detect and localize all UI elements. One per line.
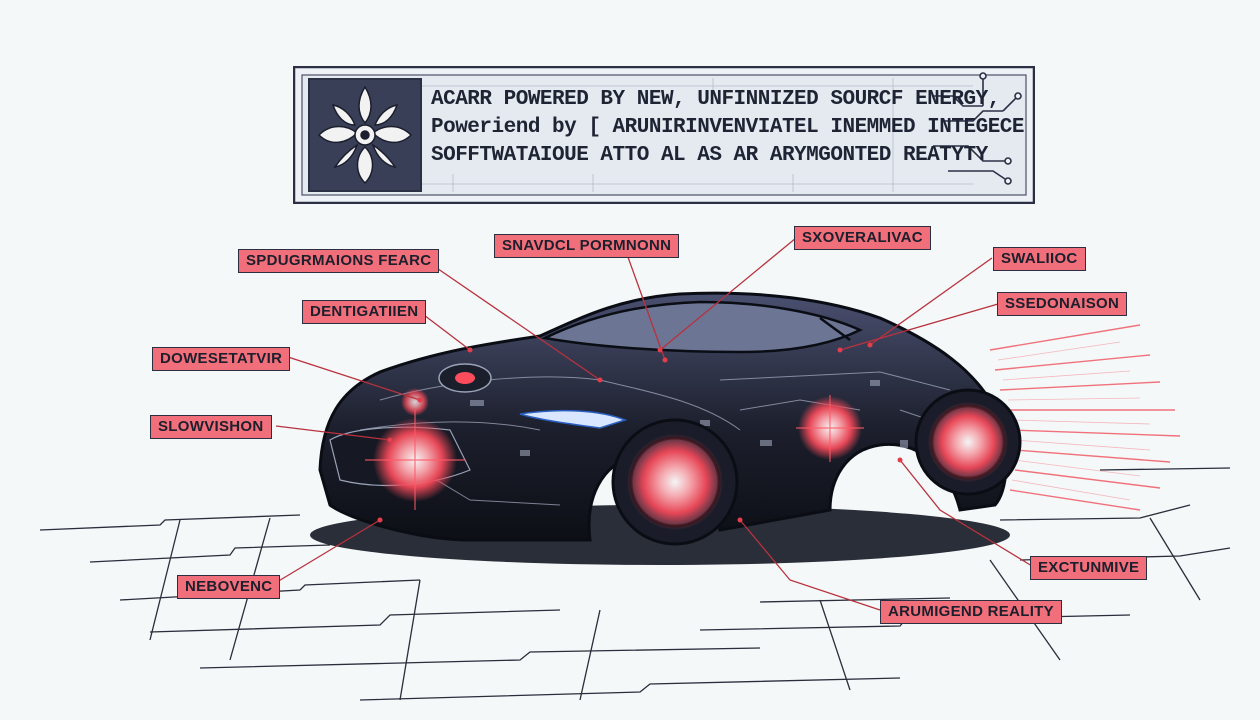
- callout-label: NEBOVENC: [177, 575, 281, 599]
- callout-label: EXCTUNMIVE: [1030, 556, 1148, 580]
- callout-label: SLOWVISHON: [150, 415, 272, 439]
- title-banner: ACARR POWERED BY NEW, UNFINNIZED SOURCF …: [293, 66, 1035, 204]
- banner-text: ACARR POWERED BY NEW, UNFINNIZED SOURCF …: [431, 86, 1025, 170]
- banner-line-3: SOFFTWATAIOUE ATTO AL AS AR ARYMGONTED R…: [431, 144, 988, 167]
- callout-label: DENTIGATIIEN: [302, 300, 427, 324]
- callout-label: SSEDONAISON: [997, 292, 1128, 316]
- callout-label: ARUMIGEND REALITY: [880, 600, 1062, 624]
- banner-line-1: ACARR POWERED BY NEW, UNFINNIZED SOURCF …: [431, 88, 1000, 111]
- callout-label: SNAVDCL PORMNONN: [494, 234, 680, 258]
- callout-label: SWALIIOC: [993, 247, 1086, 271]
- callout-label: SXOVERALIVAC: [794, 226, 931, 250]
- banner-line-2: Poweriend by [ ARUNIRINVENVIATEL INEMMED…: [431, 116, 1025, 139]
- callout-label: DOWESETATVIR: [152, 347, 291, 371]
- callout-label: SPDUGRMAIONS FEARC: [238, 249, 440, 273]
- floral-emblem-icon: [308, 78, 422, 192]
